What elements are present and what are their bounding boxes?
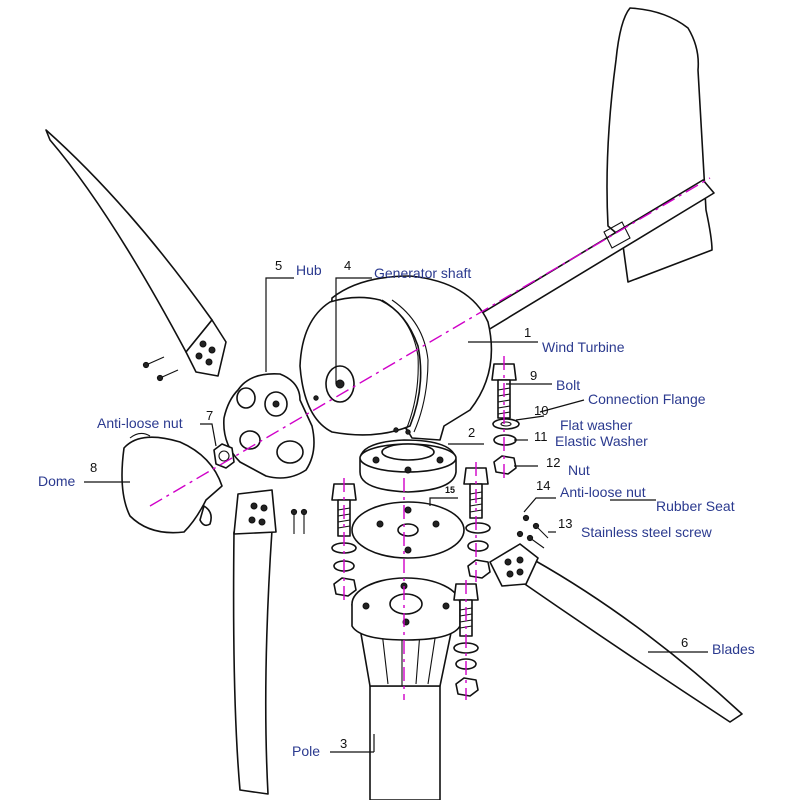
part-number-12: 12 [546, 455, 560, 470]
label-blades: Blades [712, 641, 755, 657]
label-dome: Dome [38, 473, 76, 489]
part-number-5: 5 [275, 258, 282, 273]
blade-lower-left [232, 489, 308, 795]
generator-body [299, 275, 493, 441]
pole [351, 577, 461, 800]
leader-lines [84, 277, 708, 753]
hub [223, 373, 315, 479]
part-number-10: 10 [534, 403, 548, 418]
part-number-8: 8 [90, 460, 97, 475]
label-anti-loose-nut-hub: Anti-loose nut [97, 415, 183, 431]
blade-screws-upper [142, 356, 179, 382]
label-generator-shaft: Generator shaft [374, 265, 471, 281]
label-hub: Hub [296, 262, 322, 278]
rubber-seat [351, 501, 465, 559]
blade-screws-lower-left [290, 508, 308, 534]
label-anti-loose-nut-blade: Anti-loose nut [560, 484, 646, 500]
label-flat-washer: Flat washer [560, 417, 633, 433]
part-number-13: 13 [558, 516, 572, 531]
part-number-11: 11 [534, 429, 548, 444]
bolt-set-center [463, 467, 491, 579]
part-numbers: 1 2 3 4 5 6 7 8 9 10 11 12 13 14 15 [90, 258, 688, 751]
label-connection-flange: Connection Flange [588, 391, 706, 407]
bolt-set-left [331, 483, 357, 597]
part-number-1: 1 [524, 325, 531, 340]
label-nut: Nut [568, 462, 590, 478]
part-number-15: 15 [445, 485, 455, 495]
stainless-steel-screws [516, 514, 549, 549]
hub-anti-loose-nut [213, 443, 235, 469]
part-number-9: 9 [530, 368, 537, 383]
center-axis-lines [149, 177, 711, 700]
part-number-14: 14 [536, 478, 550, 493]
part-labels: Wind Turbine Connection Flange Pole Gene… [38, 262, 755, 759]
label-rubber-seat: Rubber Seat [656, 498, 735, 514]
label-bolt: Bolt [556, 377, 580, 393]
part-number-6: 6 [681, 635, 688, 650]
part-number-3: 3 [340, 736, 347, 751]
label-stainless-steel-screw: Stainless steel screw [581, 524, 713, 540]
part-number-4: 4 [344, 258, 351, 273]
label-wind-turbine: Wind Turbine [542, 339, 625, 355]
part-number-7: 7 [206, 408, 213, 423]
label-pole: Pole [292, 743, 320, 759]
label-elastic-washer: Elastic Washer [555, 433, 648, 449]
blade-right [489, 543, 743, 723]
bolt-set-right [491, 363, 520, 475]
part-number-2: 2 [468, 425, 475, 440]
tail-assembly [443, 7, 715, 351]
connection-flange-base [359, 439, 457, 493]
blade-upper-left [45, 129, 227, 382]
dome [121, 432, 223, 534]
